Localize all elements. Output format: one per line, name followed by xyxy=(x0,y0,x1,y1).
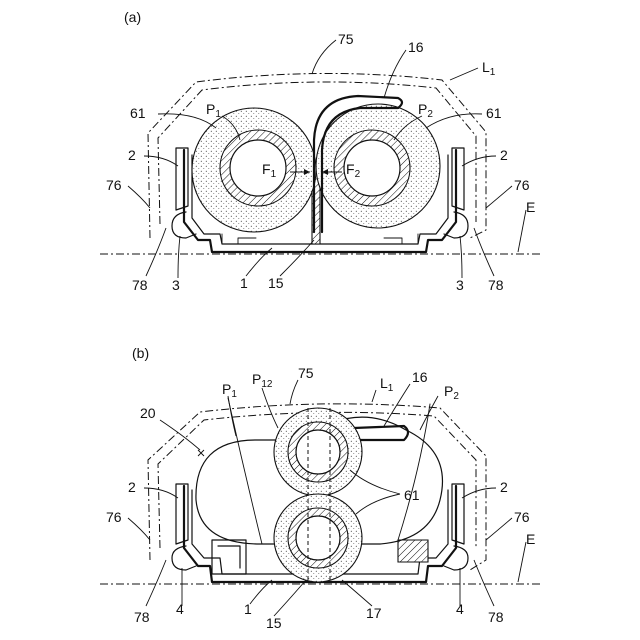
leader-75-b xyxy=(290,380,298,404)
label-3-left: 3 xyxy=(172,277,180,293)
panel-b: (b) xyxy=(100,345,540,631)
leader-L1-b xyxy=(372,390,376,402)
leader-20 xyxy=(160,420,200,450)
label-15-b: 15 xyxy=(266,615,282,631)
leader-76-right xyxy=(486,186,512,208)
tray-step-right xyxy=(384,234,418,244)
label-75-b: 75 xyxy=(298,365,314,381)
label-P2-b: P2 xyxy=(444,383,459,402)
panel-a-title: (a) xyxy=(124,9,141,25)
label-61-left: 61 xyxy=(130,105,146,121)
label-75: 75 xyxy=(338,31,354,47)
leader-3-right xyxy=(460,236,462,278)
label-17: 17 xyxy=(366,605,382,621)
label-76-left-b: 76 xyxy=(106,509,122,525)
side-wall-2-right-b xyxy=(452,484,464,544)
label-78-right-b: 78 xyxy=(488,609,504,625)
label-3-right: 3 xyxy=(456,277,464,293)
leader-2-left xyxy=(144,156,178,166)
label-P1: P1 xyxy=(206,101,221,120)
label-1: 1 xyxy=(240,275,248,291)
block-right-hatched xyxy=(398,540,428,562)
label-20: 20 xyxy=(140,405,156,421)
leader-E xyxy=(518,210,526,252)
leader-2-right-b xyxy=(462,488,496,498)
label-76-right-b: 76 xyxy=(514,509,530,525)
side-wall-2-left-b xyxy=(176,484,188,544)
panel-b-title: (b) xyxy=(132,345,149,361)
label-15: 15 xyxy=(268,275,284,291)
leader-61-b2 xyxy=(356,494,400,514)
label-2-right: 2 xyxy=(500,147,508,163)
leader-2-right xyxy=(462,156,496,166)
label-61-b: 61 xyxy=(404,487,420,503)
label-P12: P12 xyxy=(252,371,273,390)
label-2-right-b: 2 xyxy=(500,479,508,495)
label-16-b: 16 xyxy=(412,369,428,385)
label-E-b: E xyxy=(526,531,535,547)
leader-L1 xyxy=(450,68,478,80)
leader-78-left xyxy=(146,228,166,276)
label-E: E xyxy=(526,199,535,215)
leader-3-left xyxy=(178,236,180,278)
leader-76-right-b xyxy=(486,518,512,540)
coil-P2-crease xyxy=(398,404,430,540)
leader-16 xyxy=(384,50,406,98)
leader-P2-b xyxy=(420,396,438,430)
panel-a: (a) xyxy=(100,9,540,293)
leader-15-b xyxy=(274,580,306,616)
leader-E-b xyxy=(518,542,526,582)
label-76-right: 76 xyxy=(514,177,530,193)
label-2-left: 2 xyxy=(128,147,136,163)
coil-P1-crease xyxy=(228,398,262,544)
label-78-right: 78 xyxy=(488,277,504,293)
side-wall-2-right xyxy=(452,148,464,210)
region-20-marker xyxy=(198,450,204,456)
coil-P1-core xyxy=(230,140,286,196)
leader-75 xyxy=(312,40,336,74)
leader-78-left-b xyxy=(146,560,166,606)
label-76-left: 76 xyxy=(106,177,122,193)
leader-78-right-b xyxy=(474,560,494,606)
label-78-left-b: 78 xyxy=(134,609,150,625)
label-4-right: 4 xyxy=(456,601,464,617)
label-L1-b: L1 xyxy=(380,375,394,394)
block-left xyxy=(212,540,246,574)
side-wall-2-left xyxy=(176,148,188,210)
coil-upper-core xyxy=(296,430,340,474)
leader-78-right xyxy=(474,228,494,276)
leader-76-left xyxy=(128,186,150,208)
label-78-left: 78 xyxy=(132,277,148,293)
leader-P1-b xyxy=(228,396,236,436)
coil-lower-core xyxy=(296,516,340,560)
label-2-left-b: 2 xyxy=(128,479,136,495)
leader-61-b1 xyxy=(350,470,400,494)
label-61-right: 61 xyxy=(486,105,502,121)
label-1-b: 1 xyxy=(244,601,252,617)
label-P1-b: P1 xyxy=(222,381,237,400)
leader-15 xyxy=(280,240,314,276)
leader-76-left-b xyxy=(128,518,150,540)
leader-61-right xyxy=(426,114,482,128)
label-L1: L1 xyxy=(482,59,496,78)
sheet-16-b xyxy=(354,426,408,440)
label-16: 16 xyxy=(408,39,424,55)
label-4-left: 4 xyxy=(176,601,184,617)
tray-step-left xyxy=(222,234,256,244)
leader-P12 xyxy=(262,388,278,428)
